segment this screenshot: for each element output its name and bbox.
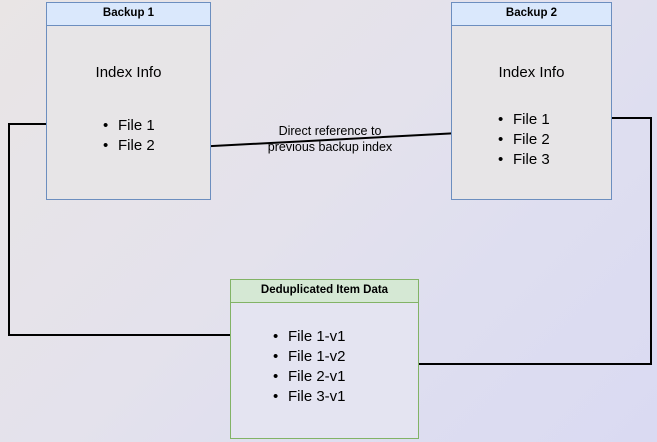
list-item: File 1-v1 xyxy=(271,327,346,347)
list-item: File 1-v2 xyxy=(271,347,346,367)
backup-1-file-list: File 1 File 2 xyxy=(101,116,155,156)
list-item: File 2 xyxy=(101,136,155,156)
backup-1-index-info-label: Index Info xyxy=(95,64,162,81)
backup-2-file-list: File 1 File 2 File 3 xyxy=(496,110,550,170)
list-item: File 3 xyxy=(496,150,550,170)
node-backup-1[interactable]: Backup 1 Index Info File 1 File 2 xyxy=(46,2,211,200)
node-deduplicated-item-data[interactable]: Deduplicated Item Data File 1-v1 File 1-… xyxy=(230,279,419,439)
list-item: File 2-v1 xyxy=(271,367,346,387)
node-backup-2-title: Backup 2 xyxy=(452,3,611,26)
node-backup-1-title: Backup 1 xyxy=(47,3,210,26)
edge-label-direct-reference: Direct reference to previous backup inde… xyxy=(267,124,393,154)
node-backup-2-body: Index Info File 1 File 2 File 3 xyxy=(452,26,611,199)
node-backup-2[interactable]: Backup 2 Index Info File 1 File 2 File 3 xyxy=(451,2,612,200)
list-item: File 1 xyxy=(101,116,155,136)
backup-2-index-info-label: Index Info xyxy=(498,64,565,81)
list-item: File 3-v1 xyxy=(271,387,346,407)
node-deduplicated-title: Deduplicated Item Data xyxy=(231,280,418,303)
list-item: File 2 xyxy=(496,130,550,150)
node-backup-1-body: Index Info File 1 File 2 xyxy=(47,26,210,199)
dedup-file-list: File 1-v1 File 1-v2 File 2-v1 File 3-v1 xyxy=(271,327,346,407)
node-deduplicated-body: File 1-v1 File 1-v2 File 2-v1 File 3-v1 xyxy=(231,303,418,438)
list-item: File 1 xyxy=(496,110,550,130)
